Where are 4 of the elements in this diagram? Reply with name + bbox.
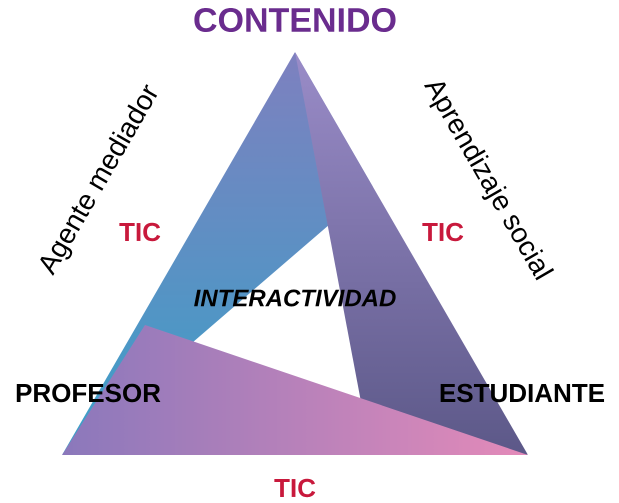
tic-label: TIC (274, 478, 316, 498)
title: CONTENIDO (194, 8, 396, 32)
tic-label: TIC (119, 222, 160, 242)
tic-label: TIC (422, 222, 464, 242)
